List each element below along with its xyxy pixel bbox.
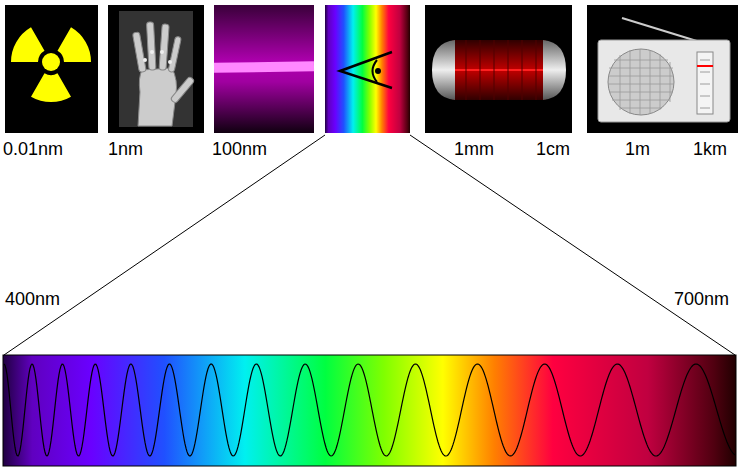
visible-spectrum-bar	[3, 355, 736, 466]
wavelength-label: 1km	[691, 139, 729, 159]
wavelength-label: 1mm	[452, 139, 496, 159]
wavelength-label: 400nm	[3, 289, 62, 309]
xray-icon	[108, 5, 204, 133]
wavelength-wave	[4, 364, 735, 456]
wavelength-label: 100nm	[210, 139, 269, 159]
wavelength-label: 1nm	[106, 139, 145, 159]
microwave-icon	[425, 5, 572, 133]
ultraviolet-icon	[214, 5, 314, 133]
wavelength-label: 1cm	[534, 139, 572, 159]
wavelength-label: 700nm	[672, 289, 731, 309]
zoom-line	[4, 135, 325, 355]
zoom-line	[410, 135, 735, 355]
wavelength-label: 1m	[623, 139, 652, 159]
visible-icon	[325, 5, 410, 133]
radiation-icon	[5, 5, 98, 133]
wavelength-label: 0.01nm	[1, 139, 65, 159]
radio-icon	[587, 5, 738, 133]
